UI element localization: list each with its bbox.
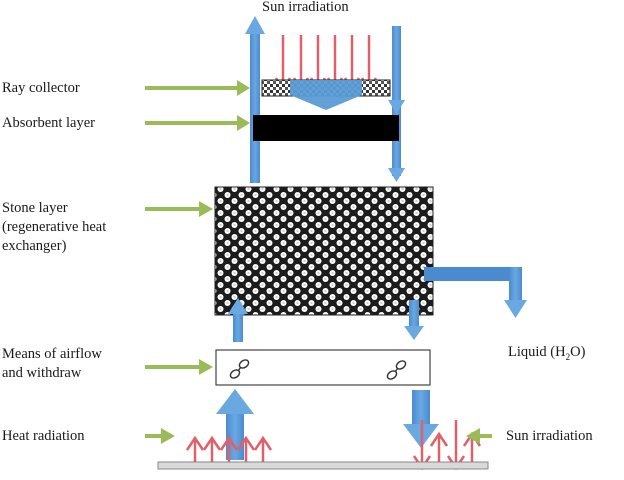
stone-layer-pointer [145,201,213,217]
ground [157,461,489,470]
label-stone-layer-1: Stone layer [2,200,68,216]
label-liquid-prefix: Liquid (H [508,344,566,360]
heat-radiation-pointer [145,428,175,444]
ray-collector [261,79,391,110]
airflow-pointer [145,359,213,375]
ray-collector-pointer [145,80,250,96]
absorbent-layer [253,115,399,141]
label-liquid-sub: 2 [565,351,571,362]
stone-to-fan-arrows [228,298,424,342]
pointer-arrows [145,80,492,444]
right-downflow-arrow [388,26,405,182]
absorbent-layer-pointer [145,115,250,131]
left-upflow-arrow [245,16,265,183]
liquid-outflow-arrow [424,267,527,318]
airflow-fan-box [215,349,431,386]
title-sun-irradiation: Sun irradiation [262,0,349,15]
label-stone-layer-2: (regenerative heat [2,219,107,235]
stone-layer [214,186,434,316]
sun-rays-bottom [412,420,482,471]
fan-right-icon [386,360,407,380]
label-stone-layer-3: exchanger) [2,238,67,254]
sun-irradiation-bottom-pointer [466,428,492,444]
label-airflow-2: and withdraw [2,365,82,381]
label-liquid-suffix: O) [570,344,586,360]
label-airflow-1: Means of airflow [2,346,102,362]
label-sun-irradiation-bottom: Sun irradiation [506,428,593,444]
label-absorbent-layer: Absorbent layer [2,115,96,131]
label-liquid: Liquid (H2O) [508,343,585,367]
fan-left-icon [229,359,250,379]
label-ray-collector: Ray collector [2,80,80,96]
label-heat-radiation: Heat radiation [2,428,85,444]
